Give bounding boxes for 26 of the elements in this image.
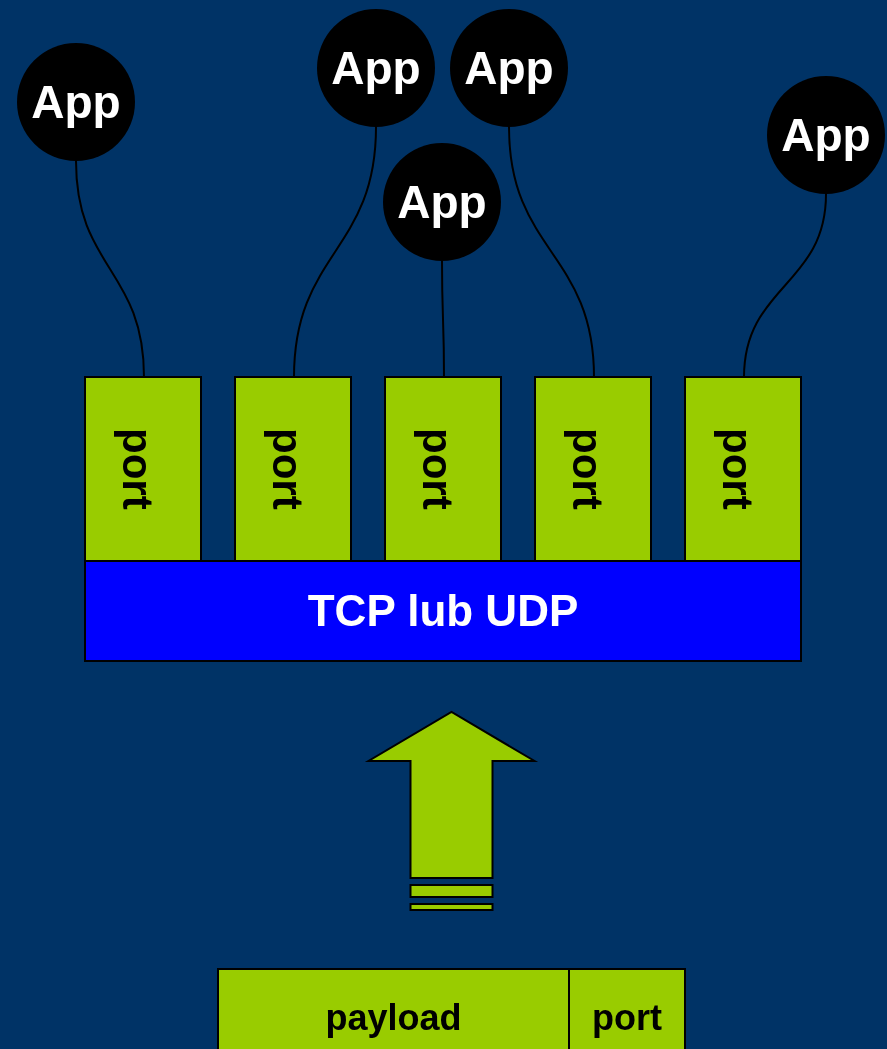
port-box xyxy=(84,376,202,562)
connector-line xyxy=(441,260,445,378)
connector-line xyxy=(75,160,145,378)
node-label: port xyxy=(113,428,161,510)
block-arrow xyxy=(364,710,539,911)
node-label: App xyxy=(397,175,487,229)
connector-line xyxy=(508,126,595,378)
node-label: App xyxy=(781,108,871,162)
node-label: port xyxy=(713,428,761,510)
node-label: port xyxy=(263,428,311,510)
node-label: App xyxy=(331,41,421,95)
packet-box xyxy=(217,968,686,1049)
node-label: TCP lub UDP xyxy=(307,586,579,636)
port-box xyxy=(384,376,502,562)
connector-line xyxy=(293,126,377,378)
node-label: App xyxy=(464,41,554,95)
node-label: port xyxy=(592,997,662,1039)
connector-line xyxy=(743,193,827,378)
protocol-band xyxy=(84,560,802,662)
node-label: port xyxy=(413,428,461,510)
node-label: App xyxy=(31,75,121,129)
port-box xyxy=(534,376,652,562)
node-label: port xyxy=(563,428,611,510)
port-box xyxy=(234,376,352,562)
node-label: payload xyxy=(325,997,462,1039)
port-box xyxy=(684,376,802,562)
